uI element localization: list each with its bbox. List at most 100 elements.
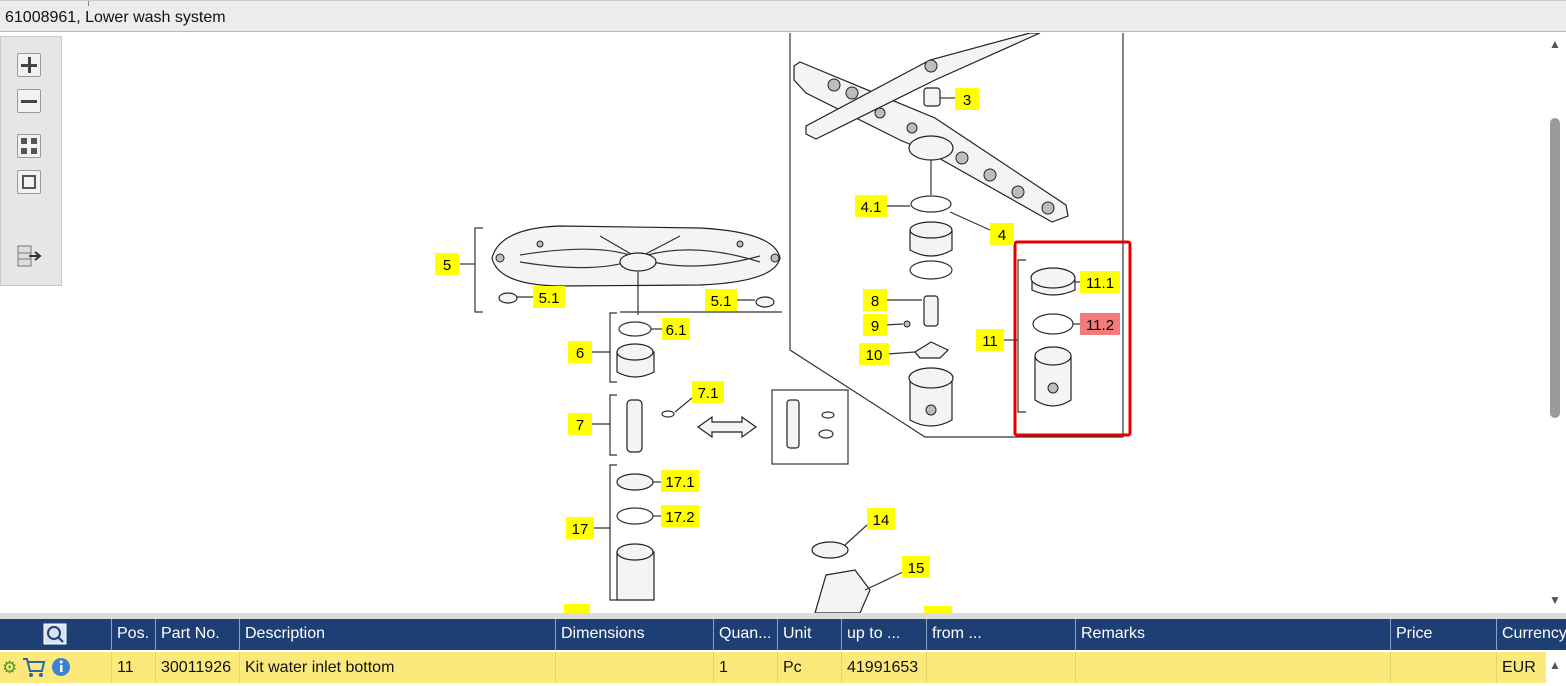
svg-text:11: 11 — [982, 333, 998, 350]
label-10[interactable]: 10 — [859, 343, 889, 365]
part-17-1-ring — [616, 473, 654, 491]
label-7[interactable]: 7 — [568, 413, 592, 435]
zoom-to-part-icon — [43, 623, 67, 645]
table-scroll-up-icon[interactable]: ▲ — [1549, 658, 1561, 672]
column-up-to[interactable]: up to ... — [841, 619, 926, 650]
svg-text:8: 8 — [871, 293, 879, 310]
table-scrollbar[interactable]: ▲ — [1546, 652, 1566, 683]
column-currency[interactable]: Currency — [1496, 619, 1566, 650]
part-5-1-right — [755, 296, 775, 308]
column-dimensions[interactable]: Dimensions — [555, 619, 713, 650]
part-17-2-o-ring — [616, 507, 654, 525]
actual-size-button[interactable] — [17, 170, 41, 194]
label-11-2[interactable]: 11.2 — [1080, 313, 1120, 335]
label-5-1-right[interactable]: 5.1 — [705, 289, 737, 311]
svg-text:5.1: 5.1 — [711, 293, 732, 310]
label-6[interactable]: 6 — [568, 341, 592, 363]
scroll-down-icon[interactable]: ▼ — [1549, 593, 1561, 607]
clipped-label-left — [564, 604, 590, 613]
label-8[interactable]: 8 — [863, 289, 887, 311]
diagram-canvas: .ln { stroke:#333; fill:none; stroke-wid… — [435, 33, 1132, 613]
column-part-no[interactable]: Part No. — [155, 619, 239, 650]
zoom-in-button[interactable] — [17, 53, 41, 77]
fit-view-button[interactable] — [17, 134, 41, 158]
selected-part-highlight — [1013, 240, 1132, 437]
part-14-clamp — [811, 541, 849, 559]
label-17[interactable]: 17 — [566, 517, 594, 539]
part-10-clip — [914, 341, 950, 359]
cell-price — [1390, 652, 1496, 683]
label-5-1-left[interactable]: 5.1 — [533, 286, 565, 308]
svg-text:17.1: 17.1 — [665, 474, 694, 491]
column-pos[interactable]: Pos. — [111, 619, 155, 650]
pane-splitter[interactable] — [0, 613, 1566, 619]
svg-text:14: 14 — [873, 512, 890, 529]
part-3-bushing — [923, 87, 941, 107]
zoom-in-icon — [21, 57, 37, 73]
label-9[interactable]: 9 — [863, 314, 887, 336]
actual-size-icon — [22, 175, 36, 189]
upper-spray-arm — [793, 33, 1069, 223]
svg-text:6.1: 6.1 — [666, 322, 687, 339]
cell-from — [926, 652, 1075, 683]
table-row[interactable]: ⚙ 11 30011926 Kit water inlet bottom 1 P… — [0, 652, 1566, 683]
zoom-out-icon — [21, 100, 37, 103]
zoom-out-button[interactable] — [17, 89, 41, 113]
gear-icon[interactable]: ⚙ — [2, 658, 18, 677]
label-11[interactable]: 11 — [976, 329, 1004, 351]
upper-assembly-frame — [789, 33, 1124, 438]
column-icon-header[interactable] — [0, 619, 110, 650]
label-17-2[interactable]: 17.2 — [661, 505, 699, 527]
svg-text:7: 7 — [576, 417, 584, 434]
scroll-up-icon[interactable]: ▲ — [1549, 37, 1561, 51]
label-14[interactable]: 14 — [867, 508, 895, 530]
clipped-label-right — [924, 606, 952, 613]
exploded-view-diagram[interactable]: .ln { stroke:#333; fill:none; stroke-wid… — [64, 33, 1546, 613]
cell-unit: Pc — [777, 652, 841, 683]
part-9-spring — [903, 320, 911, 328]
cart-icon[interactable] — [22, 656, 46, 678]
leader-lines — [460, 97, 1081, 591]
label-3[interactable]: 3 — [955, 88, 979, 110]
label-4[interactable]: 4 — [990, 223, 1014, 245]
title-divider — [88, 1, 89, 6]
svg-text:10: 10 — [866, 347, 883, 364]
label-7-1[interactable]: 7.1 — [692, 381, 724, 403]
label-15[interactable]: 15 — [902, 556, 930, 578]
column-from[interactable]: from ... — [926, 619, 1075, 650]
fit-view-icon — [21, 138, 37, 154]
export-button[interactable] — [17, 244, 42, 268]
svg-text:3: 3 — [963, 92, 971, 109]
label-5[interactable]: 5 — [435, 253, 459, 275]
column-unit[interactable]: Unit — [777, 619, 841, 650]
part-6-1-o-ring — [618, 321, 652, 337]
page-title: 61008961, Lower wash system — [5, 9, 226, 26]
column-description[interactable]: Description — [239, 619, 555, 650]
column-quantity[interactable]: Quan... — [713, 619, 777, 650]
svg-text:4: 4 — [998, 227, 1006, 244]
diagram-vertical-scrollbar[interactable]: ▲ ▼ — [1546, 33, 1566, 613]
column-remarks[interactable]: Remarks — [1075, 619, 1390, 650]
cell-dimensions — [555, 652, 713, 683]
parts-table: Pos. Part No. Description Dimensions Qua… — [0, 619, 1566, 686]
svg-text:17.2: 17.2 — [665, 509, 694, 526]
column-price[interactable]: Price — [1390, 619, 1496, 650]
table-header: Pos. Part No. Description Dimensions Qua… — [0, 619, 1566, 650]
scroll-thumb[interactable] — [1550, 118, 1560, 418]
lower-spray-arm — [491, 225, 781, 287]
label-17-1[interactable]: 17.1 — [661, 470, 699, 492]
title-bar: 61008961, Lower wash system — [0, 0, 1566, 32]
part-7-1-ring — [661, 410, 675, 418]
export-icon — [17, 245, 42, 267]
label-11-1[interactable]: 11.1 — [1080, 271, 1120, 293]
label-4-1[interactable]: 4.1 — [855, 195, 887, 217]
part-4-1-o-ring — [910, 195, 952, 213]
label-6-1[interactable]: 6.1 — [662, 318, 690, 340]
upper-o-ring — [909, 260, 953, 280]
info-icon[interactable] — [50, 656, 72, 678]
svg-text:15: 15 — [908, 560, 925, 577]
svg-text:5.1: 5.1 — [539, 290, 560, 307]
part-11-2-o-ring — [1032, 313, 1074, 335]
svg-text:11.2: 11.2 — [1086, 317, 1114, 334]
svg-text:5: 5 — [443, 257, 451, 274]
